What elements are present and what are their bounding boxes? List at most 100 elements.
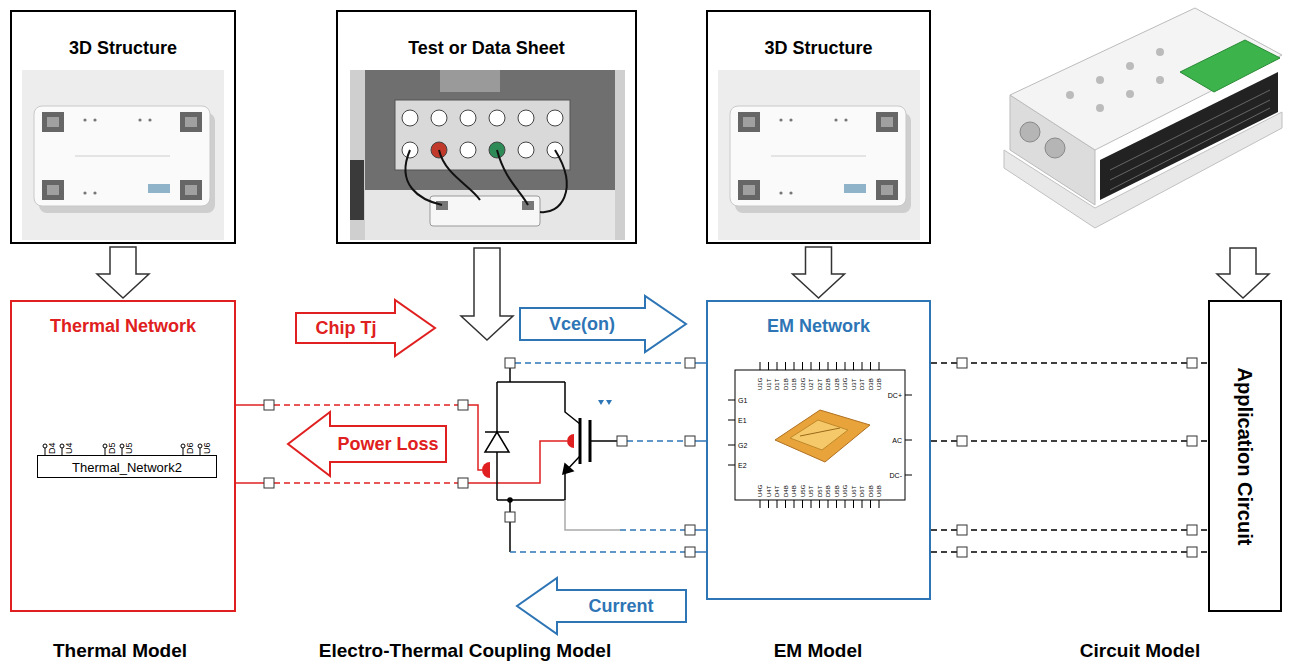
module-photo (47, 117, 59, 127)
igbt-symbol (509, 522, 511, 552)
pin-name: U4G (757, 485, 763, 497)
test-setup-photo (431, 110, 447, 126)
pin-name: D3T (859, 379, 865, 390)
pin-stub (828, 362, 829, 370)
pin-name: D5T (817, 486, 823, 497)
component-name: Thermal_Network2 (72, 457, 182, 478)
pin-stub (768, 362, 769, 370)
model-caption: EM Model (774, 641, 863, 660)
pin-name: E1 (738, 417, 747, 424)
pin-stub (819, 362, 820, 370)
pin-name: D4T (774, 486, 780, 497)
pin-name: G2 (738, 442, 747, 449)
signal-arrow (517, 578, 686, 634)
em-network-box: EM Network (706, 300, 931, 600)
igbt-symbol (508, 498, 512, 502)
em-chip-symbol (728, 400, 735, 401)
em-chip-symbol (905, 475, 912, 476)
em-chip-symbol (905, 395, 912, 396)
pin-name: U3B (876, 378, 882, 390)
test-setup-photo (350, 70, 625, 240)
structure-box: 3D Structure (706, 10, 931, 244)
port-square (505, 358, 515, 368)
em-chip-symbol (728, 445, 735, 446)
module-photo (185, 117, 197, 127)
pin-name: U2T (808, 379, 814, 390)
pin-stub (105, 448, 106, 455)
pin-stub (122, 448, 123, 455)
port-square (458, 478, 468, 488)
module-photo (148, 118, 151, 121)
pin-name: DC- (890, 472, 902, 479)
pin-stub (853, 500, 854, 508)
test-setup-photo (489, 110, 505, 126)
pin-name: D4B (783, 485, 789, 497)
pin-name: D4 (48, 442, 57, 454)
pin-stub (120, 444, 124, 448)
test-setup-photo (522, 201, 534, 210)
probe-mark (606, 400, 612, 405)
pin-name: U6G (842, 485, 848, 497)
em-chip-symbol (790, 420, 848, 450)
pin-stub (811, 500, 812, 508)
pin-stub (879, 362, 880, 370)
pin-stub (785, 500, 786, 508)
pin-name: U6T (851, 486, 857, 497)
port-square (458, 400, 468, 410)
pin-name: D2T (817, 379, 823, 390)
port-square (1187, 547, 1197, 557)
pin-name: D1T (774, 379, 780, 390)
application-box: Application Circuit (1208, 300, 1282, 612)
port-square (264, 358, 1197, 557)
pin-stub (802, 362, 803, 370)
em-chip-symbol (735, 370, 905, 500)
pin-stub (60, 444, 64, 448)
thermal-wire (236, 404, 264, 406)
pin-stub (768, 500, 769, 508)
pin-name: U5B (834, 485, 840, 497)
test-setup-photo (350, 70, 625, 240)
port-square (685, 358, 695, 368)
electrical-wire (695, 440, 706, 442)
igbt-symbol (485, 431, 509, 433)
thermal-wire (468, 441, 567, 483)
module-photo (83, 118, 86, 121)
pin-name: D2B (825, 378, 831, 390)
electrical-wire (695, 362, 706, 364)
temperature-sensor (482, 462, 490, 478)
port-square (957, 525, 967, 535)
thermal-wire (236, 482, 264, 484)
electrical-wire (515, 362, 685, 364)
module-photo (718, 70, 920, 240)
pin-stub (862, 362, 863, 370)
pin-name: D6T (859, 486, 865, 497)
block-arrow (461, 248, 513, 340)
pin-stub (811, 362, 812, 370)
em-chip-symbol (905, 440, 912, 441)
pin-name: U6B (876, 485, 882, 497)
port-square (505, 512, 515, 522)
signal-label: Power Loss (337, 435, 438, 453)
pin-stub (183, 448, 184, 455)
igbt-symbol (565, 456, 580, 500)
module-photo (22, 70, 224, 240)
pin-stub (181, 444, 185, 448)
test-setup-photo (497, 150, 528, 205)
port-square (685, 547, 695, 557)
test-setup-photo (518, 110, 534, 126)
inverter-photo (1020, 122, 1040, 142)
pin-stub (845, 362, 846, 370)
electrical-wire (510, 551, 685, 553)
port-square (957, 547, 967, 557)
pin-stub (879, 500, 880, 508)
pin-name: U2B (834, 378, 840, 390)
module-photo (47, 185, 59, 195)
pin-stub (777, 500, 778, 508)
block-arrow (1217, 248, 1269, 298)
module-photo (83, 191, 86, 194)
pin-name: DC+ (888, 392, 902, 399)
pin-stub (760, 362, 761, 370)
probe-mark (598, 400, 604, 405)
pin-stub (836, 500, 837, 508)
igbt-symbol (565, 382, 580, 424)
